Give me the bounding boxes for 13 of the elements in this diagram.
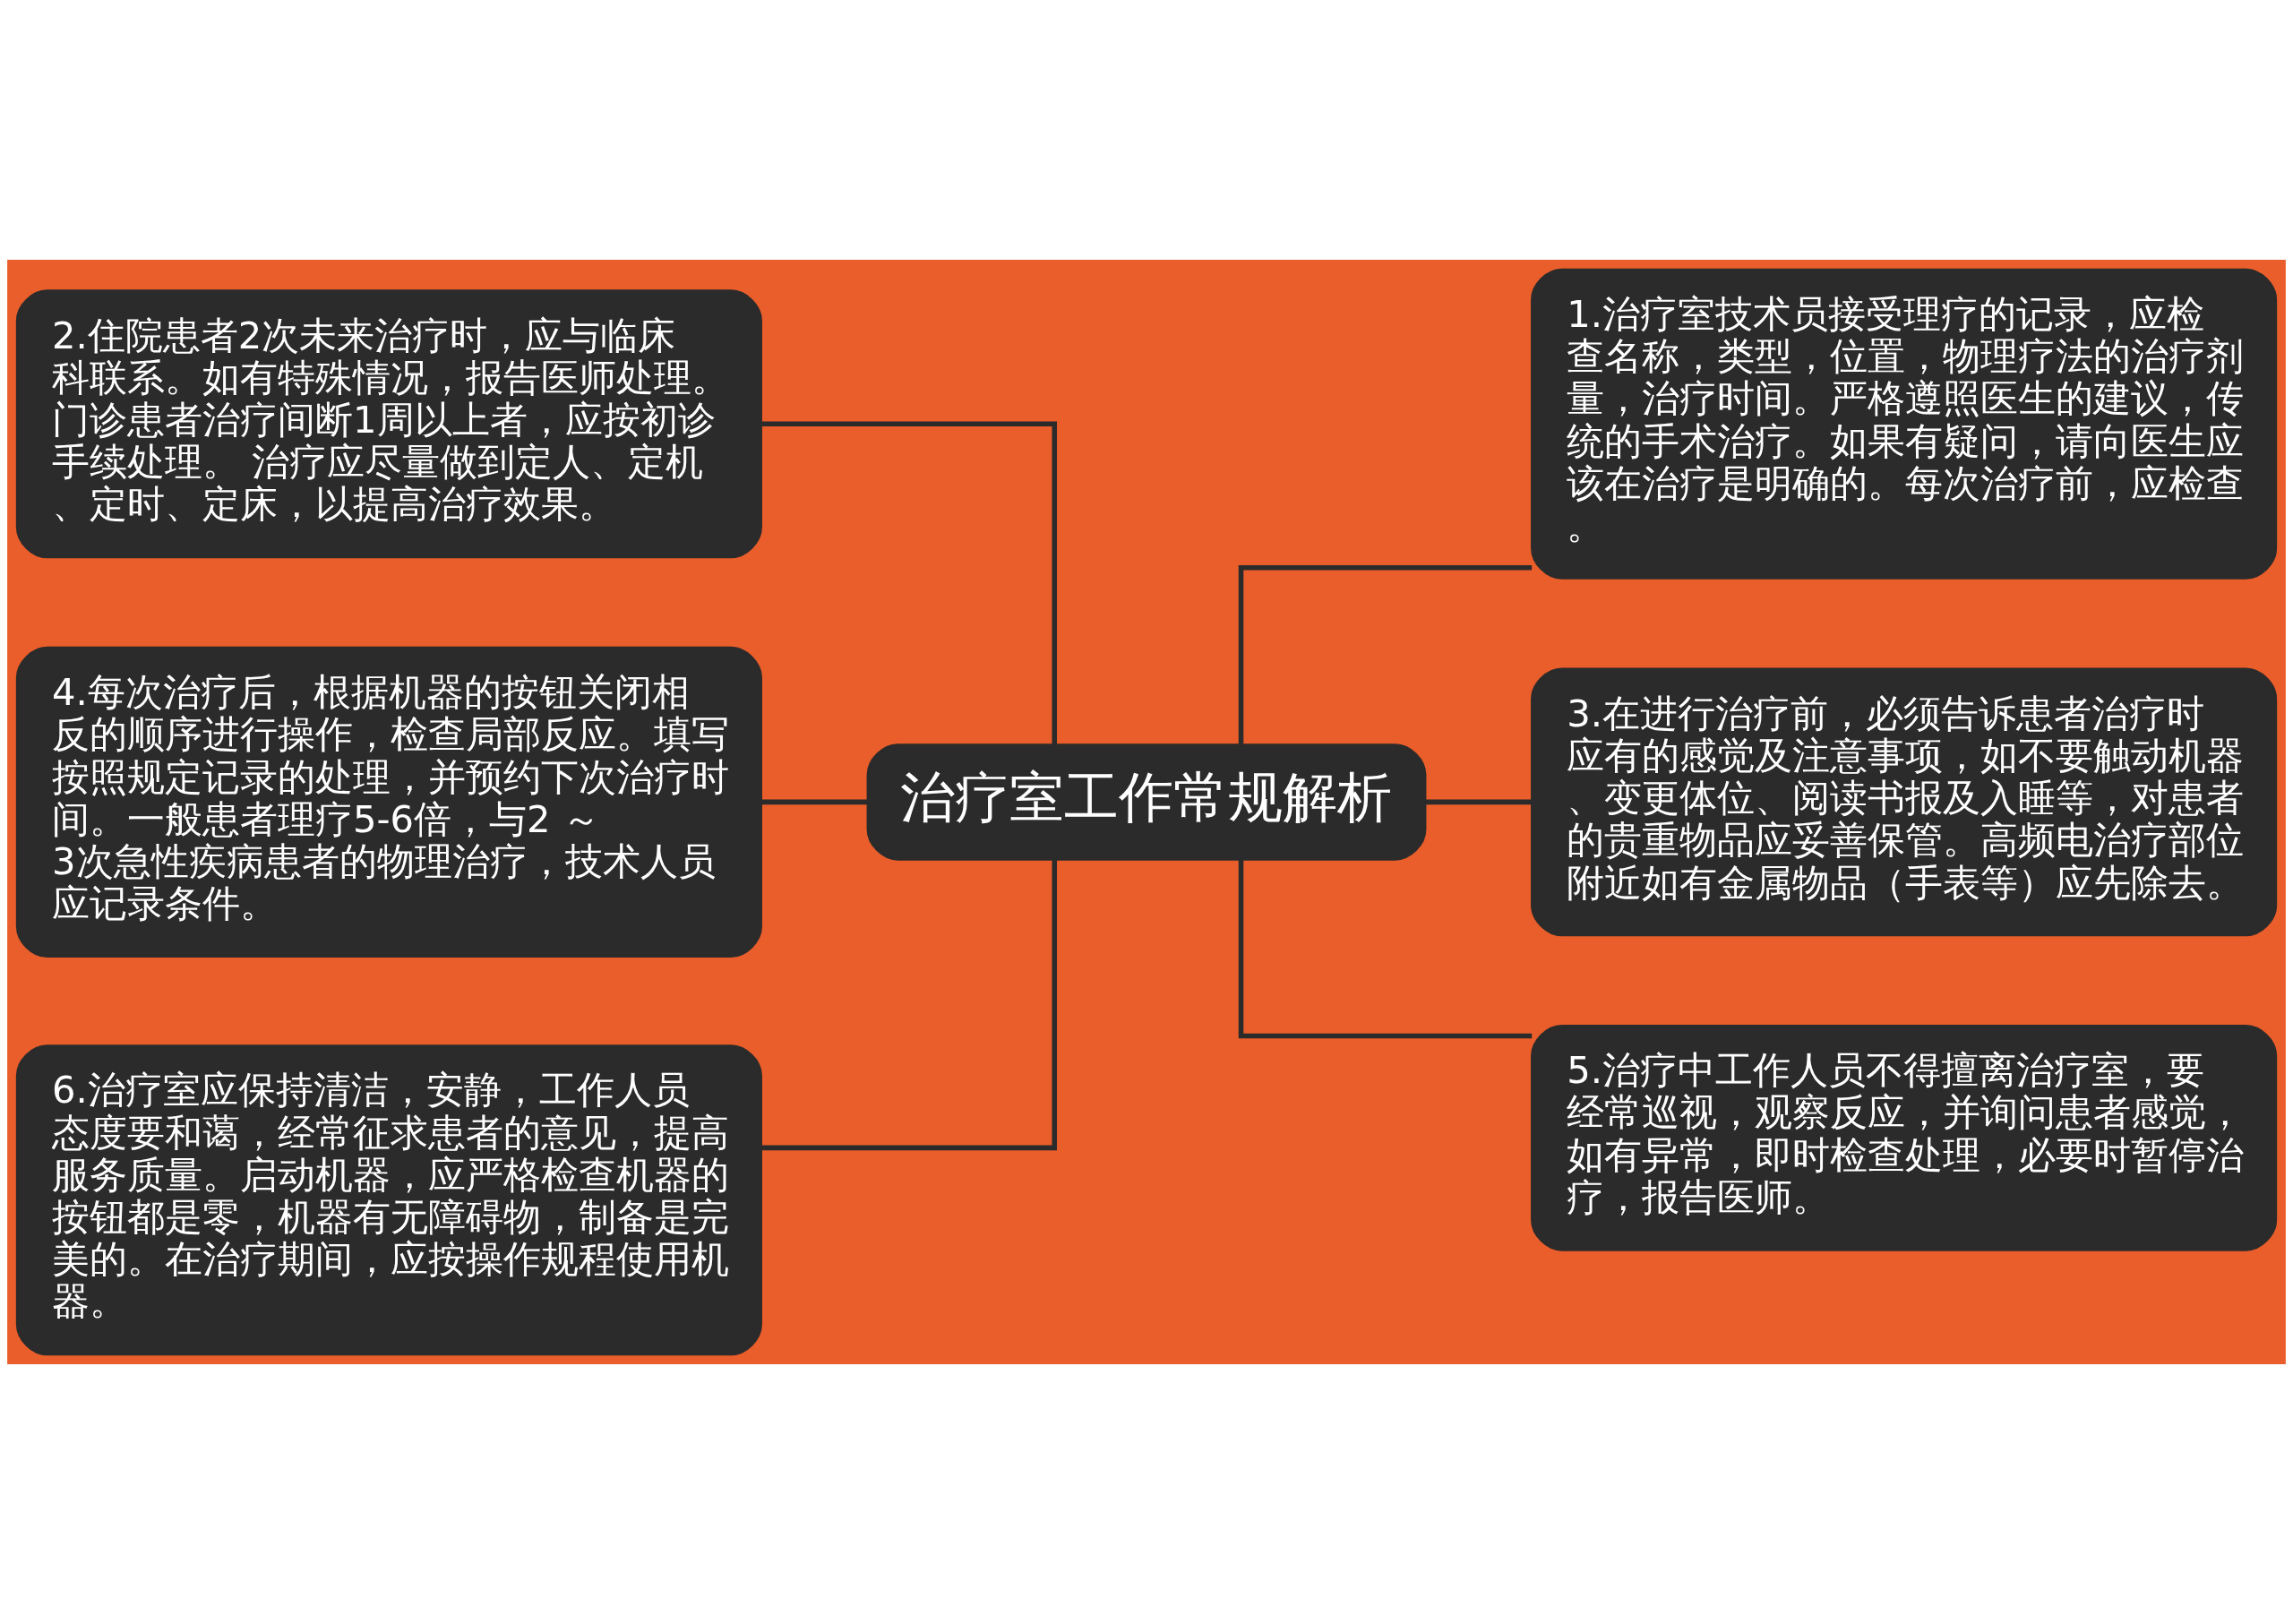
connector — [1238, 859, 1533, 1039]
connector — [760, 799, 868, 805]
connector — [1238, 564, 1533, 744]
node-box: 1.治疗室技术员接受理疗的记录，应检查名称，类型，位置，物理疗法的治疗剂量，治疗时间。严格遵照医生的建议，传统的手术治疗。如果有疑问，请向医生应该在治疗是明确的。每次治疗前，应检查。 — [1531, 268, 2278, 580]
node-box: 治疗室工作常规解析 — [866, 743, 1427, 861]
node-box: 5.治疗中工作人员不得擅离治疗室，要经常巡视，观察反应，并询问患者感觉，如有异常，即时检查处理，必要时暂停治疗，报告医师。 — [1531, 1024, 2278, 1251]
node-box: 2.住院患者2次未来治疗时，应与临床科联系。如有特殊情况，报告医师处理。门诊患者治疗间断1周以上者，应按初诊手续处理。 治疗应尽量做到定人、定机、定时、定床，以提高治疗效果。 — [15, 289, 762, 559]
connector — [1425, 799, 1533, 805]
node-box: 6.治疗室应保持清洁，安静，工作人员态度要和蔼，经常征求患者的意见，提高服务质量。启动机器，应严格检查机器的按钮都是零，机器有无障碍物，制备是完美的。在治疗期间，应按操作规程使用机器。 — [15, 1044, 762, 1356]
connector — [761, 421, 1058, 745]
node-box: 3.在进行治疗前，必须告诉患者治疗时应有的感觉及注意事项，如不要触动机器、变更体位、阅读书报及入睡等，对患者的贵重物品应妥善保管。高频电治疗部位附近如有金属物品（手表等）应先除去。 — [1531, 667, 2278, 937]
node-box: 4.每次治疗后，根据机器的按钮关闭相反的顺序进行操作，检查局部反应。填写按照规定记录的处理，并预约下次治疗时间。一般患者理疗5-6倍，与2 ～ 3次急性疾病患者的物理治疗，技术人员应记录条件。 — [15, 646, 762, 958]
connector — [761, 860, 1058, 1151]
